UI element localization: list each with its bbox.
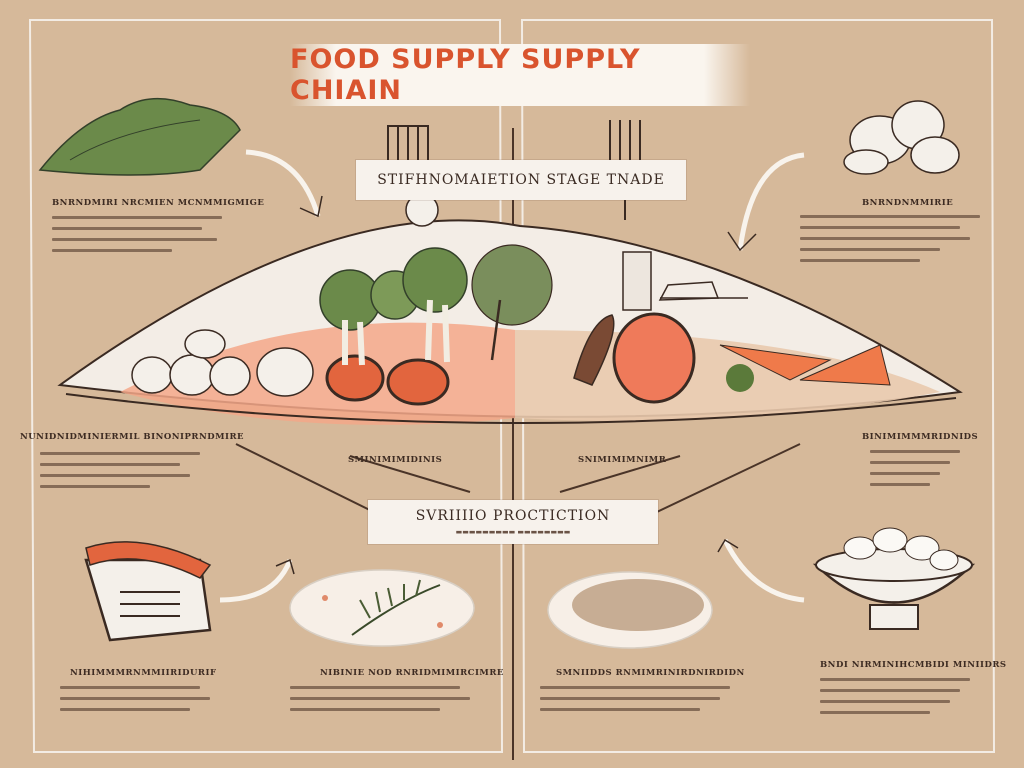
label-bottom-right: BNDI NIRMINIHCMBIDI MINIIDRS: [820, 660, 1007, 670]
label-bottom-center-right: SMNIIDDS RNMIMRINIRDNIRDIDN: [556, 668, 745, 678]
arrow-bottom-right: [722, 538, 805, 603]
text-lines-top-left: [52, 216, 222, 252]
arrow-top-left: [245, 149, 321, 217]
title-banner: FOOD SUPPLY SUPPLY CHIAIN: [290, 44, 750, 106]
label-mid-left: NUNIDNIDMINIERMIL BINONIPRNDMIRE: [20, 432, 245, 442]
label-center-left: SMINIMIMIDINIS: [348, 455, 443, 465]
label-mid-right: BINIMIMMMRIDNIDS: [862, 432, 979, 442]
page-title: FOOD SUPPLY SUPPLY CHIAIN: [290, 44, 641, 106]
right-lens-items: [573, 251, 891, 404]
text-lines-bottom-center-right: [540, 686, 730, 711]
porridge-plate: [547, 571, 713, 649]
text-lines-mid-left: [40, 452, 200, 488]
carton-illustration: [84, 541, 212, 642]
stage-banner-text: STIFHNOMAIETION STAGE TNADE: [377, 172, 665, 188]
label-top-right: BNRNDNMMIRIE: [862, 198, 954, 208]
flow-arrows: [219, 149, 805, 603]
kale-illustration: [38, 97, 241, 176]
stage-banner: STIFHNOMAIETION STAGE TNADE: [356, 160, 686, 200]
arrow-bottom-left: [219, 559, 293, 603]
left-frame: [28, 19, 504, 753]
arrow-top-right: [737, 152, 805, 251]
text-lines-mid-right: [870, 450, 960, 486]
egg-bowl-illustration: [812, 527, 976, 630]
text-lines-bottom-center-left: [290, 686, 470, 711]
greens-in-lens: [319, 247, 468, 366]
herb-plate: [289, 569, 475, 647]
text-lines-bottom-left: [60, 686, 210, 711]
text-lines-bottom-right: [820, 678, 970, 714]
garlic-group: [131, 329, 314, 397]
tree: [471, 244, 553, 361]
label-bottom-center-left: NIBINIE NOD RNRIDMIMIRCIMRE: [320, 668, 504, 678]
fence-icons: [387, 120, 641, 227]
eggs-illustration: [843, 100, 960, 175]
lens-rim: [65, 393, 957, 425]
spice-bowls: [325, 354, 450, 406]
label-center-right: SNIMIMIMNIMR: [578, 455, 667, 465]
label-top-left: BNRNDMIRI NRCMIEN MCNMMIGMIGE: [52, 198, 265, 208]
label-bottom-left: NIHIMMMRNMMIIRIDURIF: [70, 668, 217, 678]
connector-lines: [235, 443, 801, 521]
production-banner: SVRIIIIO PROCTICTION ▬▬▬▬▬▬▬▬▬ ▬▬▬▬▬▬▬▬: [368, 500, 658, 544]
production-title: SVRIIIIO PROCTICTION: [415, 508, 611, 524]
text-lines-top-right: [800, 215, 980, 262]
production-subtitle: ▬▬▬▬▬▬▬▬▬ ▬▬▬▬▬▬▬▬: [455, 528, 571, 536]
